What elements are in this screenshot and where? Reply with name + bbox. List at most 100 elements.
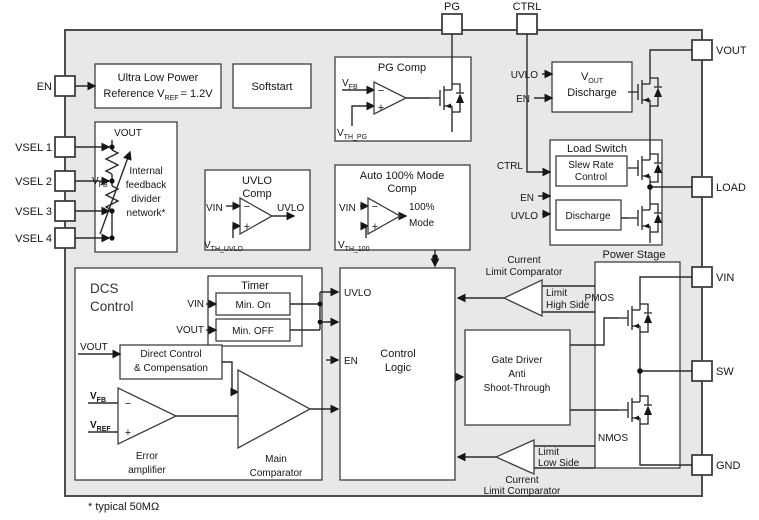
main-comp-label-2: Comparator	[250, 468, 303, 479]
timer-vout-label: VOUT	[176, 325, 204, 336]
error-amp-minus: −	[125, 398, 131, 410]
junction-dot	[637, 368, 643, 374]
feedback-desc-4: network*	[127, 208, 166, 219]
sw-pin	[691, 360, 713, 382]
dcs-title-1: DCS	[90, 281, 119, 296]
vsel3-pin	[54, 200, 76, 222]
wire-vth-uvlo	[232, 221, 242, 238]
min-off-label: Min. OFF	[232, 326, 274, 337]
reference-line1: Ultra Low Power	[118, 72, 199, 84]
load-switch-title: Load Switch	[567, 143, 627, 155]
feedback-adjust-arrow	[99, 150, 132, 235]
wires-right-side	[406, 34, 692, 469]
load-switch-en-label: EN	[520, 193, 534, 204]
uvlo-comp-minus: −	[244, 201, 250, 213]
divider-tap-dot	[109, 235, 115, 241]
feedback-desc-1: Internal	[129, 166, 162, 177]
gnd-pin	[691, 454, 713, 476]
feedback-desc-2: feedback	[126, 180, 168, 191]
vin-pin	[691, 266, 713, 288]
gate-driver-label-3: Shoot-Through	[484, 383, 551, 394]
vin-pin-label: VIN	[716, 272, 734, 284]
vout-discharge-line1: VOUT	[581, 71, 604, 85]
limit-hs-label-1: Limit	[546, 288, 567, 299]
control-logic-box	[339, 267, 456, 481]
load-discharge-box	[555, 199, 622, 231]
error-amp-plus: +	[125, 427, 131, 439]
vout-discharge-en-label: EN	[516, 94, 530, 105]
en-pin	[54, 75, 76, 97]
wire-vth-pg	[351, 101, 376, 126]
slew-rate-label-2: Control	[575, 172, 607, 183]
uvlo-comp-title-1: UVLO	[242, 175, 272, 187]
pg-comp-vfb-label: VFB	[342, 78, 358, 91]
control-logic-uvlo-label: UVLO	[344, 288, 371, 299]
pg-comp-title: PG Comp	[378, 62, 426, 74]
control-logic-title-1: Control	[380, 348, 415, 360]
wire-direct-to-maincomp	[222, 361, 240, 397]
sw-pin-label: SW	[716, 366, 734, 378]
min-on-label: Min. On	[235, 300, 270, 311]
timer-title: Timer	[241, 280, 269, 292]
load-switch-ctrl-label: CTRL	[497, 161, 524, 172]
uvlo-comp-vin-label: VIN	[206, 203, 223, 214]
auto100-comparator-triangle	[367, 196, 402, 236]
pmos-label: PMOS	[585, 293, 615, 304]
vsel4-pin-label: VSEL 4	[15, 233, 52, 245]
uvlo-comp-plus: +	[244, 221, 250, 233]
vsel1-pin	[54, 136, 76, 158]
vout-discharge-box	[551, 61, 633, 113]
junction-dot	[647, 184, 653, 190]
power-stage-box	[594, 261, 681, 469]
slew-rate-box	[555, 155, 628, 187]
vsel2-pin	[54, 170, 76, 192]
main-comp-label-1: Main	[265, 454, 287, 465]
power-stage-title: Power Stage	[603, 249, 666, 261]
direct-control-label-1: Direct Control	[140, 349, 201, 360]
feedback-vout-label: VOUT	[114, 128, 142, 139]
pg-comp-vth-label: VTH_PG	[337, 128, 367, 141]
vsel2-pin-label: VSEL 2	[15, 176, 52, 188]
vout-pin-label: VOUT	[716, 45, 747, 57]
limit-hs-caption-1: Current	[507, 255, 541, 266]
limit-ls-label-1: Limit	[538, 447, 559, 458]
ctrl-pin	[516, 13, 538, 35]
softstart-box	[232, 63, 312, 109]
uvlo-comp-title-2: Comp	[242, 188, 271, 200]
vout-discharge-uvlo-label: UVLO	[511, 70, 538, 81]
auto100-vth-label: VTH_100	[338, 240, 370, 253]
reference-box	[94, 63, 222, 109]
uvlo-comparator-triangle	[239, 196, 274, 236]
gate-driver-label-2: Anti	[508, 369, 525, 380]
load-discharge-label: Discharge	[565, 211, 610, 222]
divider-tap-dot	[109, 178, 115, 184]
load-pin-label: LOAD	[716, 182, 746, 194]
error-amp-label-1: Error	[136, 451, 159, 462]
uvlo-comp-out-label: UVLO	[277, 203, 304, 214]
junction-dot	[317, 301, 323, 307]
limit-lowside-triangle	[494, 438, 535, 476]
direct-vout-label: VOUT	[80, 342, 108, 353]
reference-line2: Reference VREF= 1.2V	[103, 88, 213, 102]
error-amplifier-triangle	[117, 386, 178, 446]
main-comparator-triangle	[237, 368, 312, 450]
timer-vin-label: VIN	[187, 299, 204, 310]
gate-driver-box	[464, 329, 571, 426]
limit-highside-triangle	[502, 278, 543, 318]
junction-dot	[317, 319, 323, 325]
softstart-label: Softstart	[252, 81, 293, 93]
gate-driver-label-1: Gate Driver	[491, 355, 543, 366]
slew-rate-label-1: Slew Rate	[568, 160, 614, 171]
control-logic-en-label: EN	[344, 356, 358, 367]
vsel3-pin-label: VSEL 3	[15, 206, 52, 218]
vout-discharge-line2: Discharge	[567, 87, 617, 99]
pg-pin-label: PG	[444, 1, 460, 13]
error-amp-vfb-label: VFB	[90, 391, 106, 404]
vsel4-pin	[54, 227, 76, 249]
auto100-minus: −	[372, 201, 378, 213]
limit-ls-caption-2: Limit Comparator	[484, 486, 561, 497]
load-pin	[691, 176, 713, 198]
auto100-vin-label: VIN	[339, 203, 356, 214]
divider-tap-dot	[109, 144, 115, 150]
